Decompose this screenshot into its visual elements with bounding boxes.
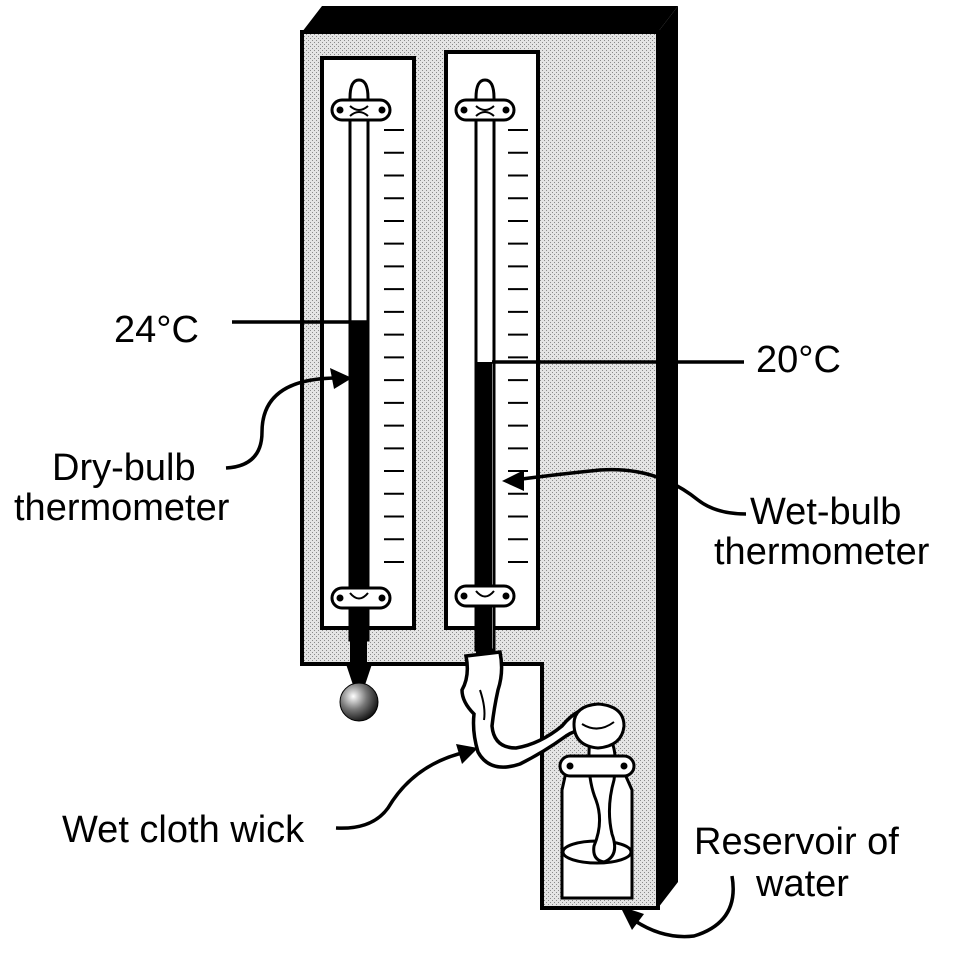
dry-top-clip-icon — [330, 98, 392, 122]
dry-bulb-thermometer — [320, 56, 416, 722]
dry-arrowhead — [330, 368, 352, 389]
dry-bulb-label-line2: thermometer — [14, 487, 230, 529]
wick-label-arrow — [335, 750, 467, 830]
dry-bottom-clip-icon — [330, 586, 392, 610]
reservoir-clip-icon — [558, 754, 636, 778]
wet-top-clip-icon — [454, 98, 516, 122]
reservoir-label-line1: Reservoir of — [694, 821, 899, 863]
dry-bulb — [339, 682, 379, 722]
wick-arrowhead — [456, 744, 478, 764]
dry-bulb-neck — [346, 664, 372, 688]
wet-scale-ticks — [508, 129, 528, 563]
reservoir-cap-fold — [581, 721, 615, 730]
board-top-edge — [302, 6, 678, 32]
dry-label-arrow — [225, 376, 339, 470]
wet-bottom-clip-icon — [454, 584, 516, 608]
reservoir-cap — [572, 702, 626, 750]
wet-label-arrow — [513, 467, 747, 516]
wet-bulb-label-line2: thermometer — [714, 531, 930, 573]
dry-mercury-column — [350, 322, 367, 666]
reservoir-label-arrow — [626, 875, 735, 939]
dry-bulb-label-line1: Dry-bulb — [52, 447, 196, 489]
wet-bulb-label-line1: Wet-bulb — [750, 491, 901, 533]
reservoir-label-line2: water — [755, 863, 849, 905]
wet-mercury-column — [476, 362, 492, 658]
dry-temp-label: 24°C — [114, 309, 199, 351]
reservoir-arrowhead — [620, 906, 644, 930]
dry-scale-ticks — [384, 129, 404, 563]
wet-bulb-thermometer — [444, 50, 540, 658]
wick-label: Wet cloth wick — [62, 809, 305, 851]
board-side-edge — [658, 6, 678, 908]
arrowheads — [330, 368, 644, 930]
leader-lines — [225, 320, 747, 939]
wet-temp-label: 20°C — [756, 339, 841, 381]
wick-fold-line — [479, 689, 486, 721]
water-reservoir — [558, 702, 636, 900]
wet-arrowhead — [502, 470, 524, 491]
